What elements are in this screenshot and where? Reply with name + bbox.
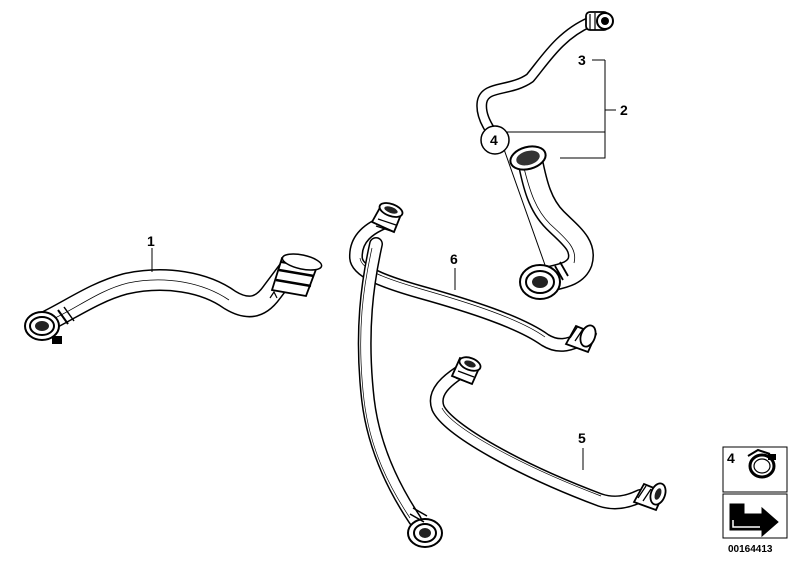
legend: 4 00164413 — [722, 446, 788, 555]
hose-6 — [349, 202, 598, 548]
legend-clamp-label: 4 — [727, 450, 735, 466]
callouts: 1 2 3 4 5 6 — [147, 52, 628, 470]
callout-4-circle — [480, 125, 510, 155]
callout-1: 1 — [147, 233, 155, 249]
callout-5: 5 — [578, 430, 586, 446]
hose-clamp-icon — [747, 448, 776, 479]
callout-2: 2 — [620, 102, 628, 118]
hose-1 — [24, 253, 323, 344]
callout-3: 3 — [578, 52, 586, 68]
direction-arrow-icon — [729, 503, 779, 538]
callout-4: 4 — [490, 132, 498, 148]
hose-5 — [429, 356, 667, 512]
callout-6: 6 — [450, 251, 458, 267]
hose-2-assembly — [476, 11, 614, 300]
document-number: 00164413 — [728, 544, 773, 555]
